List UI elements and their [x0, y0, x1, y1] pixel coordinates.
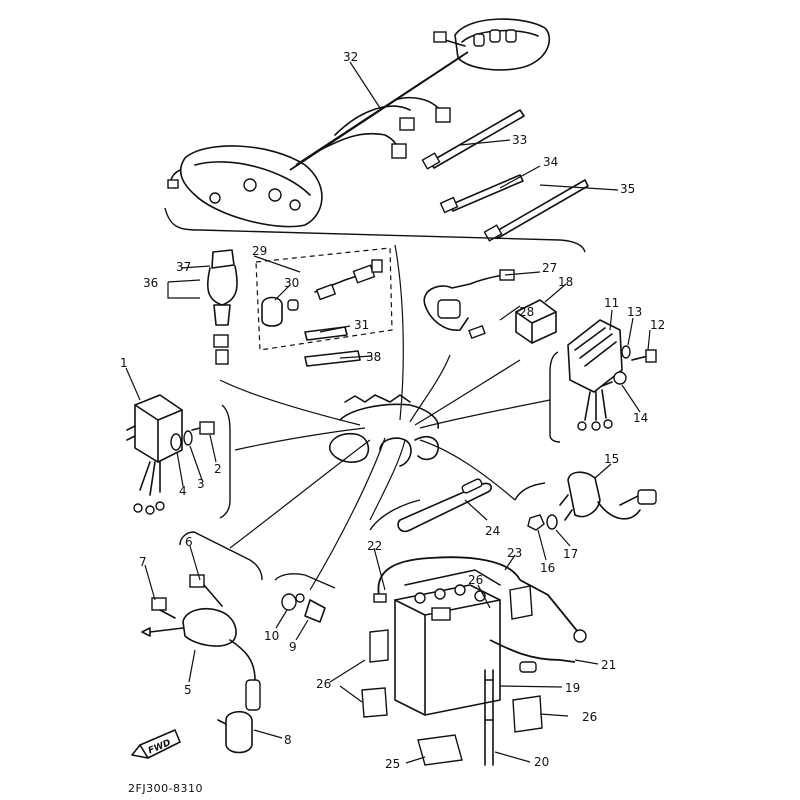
callout-8: 8: [284, 733, 292, 747]
callout-36: 36: [143, 276, 158, 290]
battery-band-24: [397, 478, 492, 533]
callout-6: 6: [185, 535, 193, 549]
callout-35: 35: [620, 182, 635, 196]
callout-29: 29: [252, 244, 267, 258]
cdi-unit-1: [126, 394, 183, 515]
screw-14: [601, 371, 627, 387]
bolt-2: [191, 421, 215, 435]
callout-17: 17: [563, 547, 578, 561]
callout-22: 22: [367, 539, 382, 553]
cover-26-d: [512, 695, 543, 733]
callout-26-right: 26: [582, 710, 597, 724]
callout-15: 15: [604, 452, 619, 466]
callout-21: 21: [601, 658, 616, 672]
neutral-switch-9: [295, 593, 326, 623]
bolt-12: [631, 349, 657, 363]
rectifier-regulator-11: [567, 319, 623, 431]
washer-3: [183, 430, 193, 446]
ignition-coil-5: [141, 608, 261, 711]
callout-27: 27: [542, 261, 557, 275]
washer-13: [621, 345, 631, 359]
main-switch: [206, 249, 238, 365]
callout-33: 33: [512, 133, 527, 147]
callout-26-left: 26: [316, 677, 331, 691]
callout-12: 12: [650, 318, 665, 332]
callout-31: 31: [354, 318, 369, 332]
starter-relay-15: [559, 471, 657, 521]
callout-34: 34: [543, 155, 558, 169]
pad-25: [417, 734, 463, 766]
ignition-coil-27: [423, 269, 515, 340]
optional-kit-box: [255, 247, 393, 351]
label-38: [304, 350, 361, 367]
cable-band-35: [483, 179, 589, 242]
callout-38: 38: [366, 350, 381, 364]
callout-10: 10: [264, 629, 279, 643]
cover-26-b: [361, 687, 388, 718]
callout-32: 32: [343, 50, 358, 64]
o-ring-10: [281, 593, 297, 611]
callout-28: 28: [519, 305, 534, 319]
callout-16: 16: [540, 561, 555, 575]
callout-25: 25: [385, 757, 400, 771]
bolt-7: [151, 597, 176, 619]
callout-leaders: [125, 61, 651, 764]
callout-24: 24: [485, 524, 500, 538]
callout-4: 4: [179, 484, 187, 498]
callout-numbers: 32 33 34 35 37 36 29 30 31 38 27 28 18 1…: [120, 50, 665, 771]
callout-1: 1: [120, 356, 128, 370]
callout-9: 9: [289, 640, 297, 654]
harness-routing-lines: [219, 244, 551, 591]
spark-plug-cap-8: [217, 710, 253, 754]
nut-16: [527, 514, 545, 531]
cover-26-a: [369, 629, 389, 663]
bulb-30: [261, 296, 299, 327]
callout-37: 37: [176, 260, 191, 274]
forward-arrow-icon: FWD: [131, 729, 181, 759]
bolt-6: [189, 574, 223, 607]
label-31: [304, 326, 348, 341]
drawing-code: 2FJ300-8310: [128, 782, 203, 795]
battery-cable-21: [489, 639, 576, 673]
callout-11: 11: [604, 296, 619, 310]
washer-4: [170, 433, 182, 451]
callout-26-top: 26: [468, 573, 483, 587]
callout-5: 5: [184, 683, 192, 697]
callout-2: 2: [214, 462, 222, 476]
battery-19: [394, 569, 501, 716]
battery-cable-22: [373, 556, 521, 603]
callout-13: 13: [627, 305, 642, 319]
callout-23: 23: [507, 546, 522, 560]
breather-hose-20: [484, 669, 494, 766]
callout-20: 20: [534, 755, 549, 769]
callout-7: 7: [139, 555, 147, 569]
callout-18: 18: [558, 275, 573, 289]
relay-18: [515, 299, 557, 344]
cable-band-34: [439, 174, 524, 214]
callout-14: 14: [633, 411, 648, 425]
cable-band-33: [421, 109, 525, 170]
callout-3: 3: [197, 477, 205, 491]
battery-cable-23: [519, 579, 587, 643]
washer-17: [546, 514, 558, 530]
lamp-socket-29: [314, 259, 383, 301]
cover-26-c: [509, 585, 533, 620]
callout-19: 19: [565, 681, 580, 695]
callout-30: 30: [284, 276, 299, 290]
wire-harness-assembly: [167, 18, 550, 228]
